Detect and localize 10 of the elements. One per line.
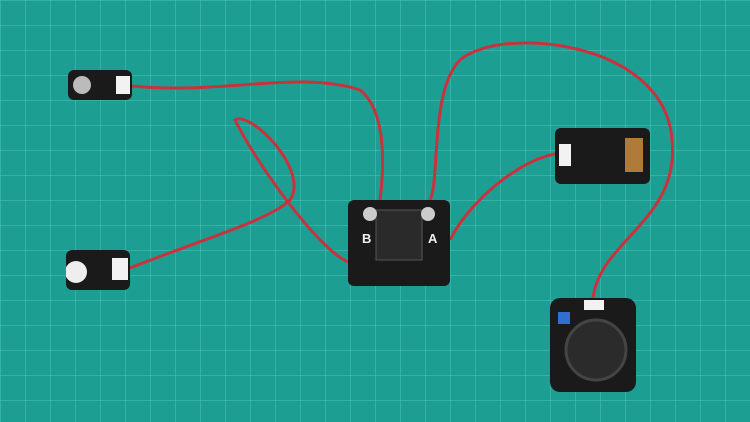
- sensor-board-drawing: [555, 128, 650, 184]
- button-label: B: [362, 232, 372, 246]
- speaker-module-drawing: [550, 298, 636, 392]
- motion-sensor-drawing: [66, 250, 130, 290]
- cable: [448, 152, 556, 241]
- microphone-module-drawing: [68, 70, 132, 100]
- cable: [129, 118, 349, 270]
- expansion-board-drawing: [348, 200, 450, 286]
- button-label: A: [428, 232, 438, 246]
- cable: [132, 80, 384, 200]
